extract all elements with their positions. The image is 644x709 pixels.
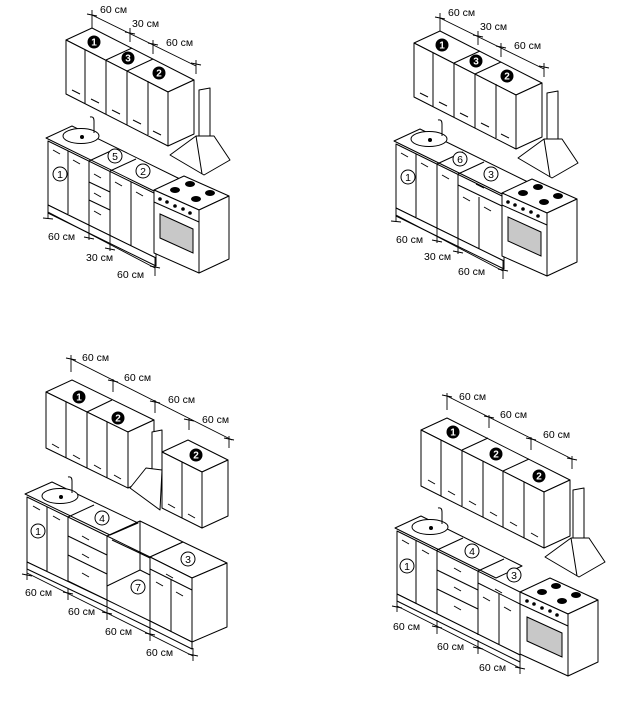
svg-text:1: 1	[450, 428, 456, 439]
dim-label: 60 см	[458, 266, 485, 278]
svg-text:1: 1	[91, 38, 97, 49]
upper-dimension-line	[65, 355, 235, 448]
dim-label: 60 см	[459, 391, 486, 403]
svg-text:2: 2	[140, 166, 146, 178]
upper-module-3-badge: 3	[121, 51, 135, 65]
dim-label: 60 см	[479, 662, 506, 674]
dim-label: 60 см	[202, 414, 229, 426]
svg-text:2: 2	[115, 414, 121, 425]
svg-text:5: 5	[112, 151, 118, 163]
stove	[153, 175, 230, 274]
lower-module-6-badge: 6	[452, 151, 468, 167]
svg-text:1: 1	[57, 169, 63, 181]
lower-dimension-line	[390, 198, 509, 279]
upper-cabinets-right	[161, 439, 229, 529]
svg-text:1: 1	[76, 393, 82, 404]
dim-label: 60 см	[117, 269, 144, 281]
upper-module-1-badge: 1	[72, 390, 86, 404]
lower-module-3-badge: 3	[180, 551, 196, 567]
dim-label: 60 см	[82, 352, 109, 364]
svg-text:1: 1	[35, 526, 41, 538]
upper-module-2-badge: 2	[111, 411, 125, 425]
variant-4: 1 2 2 60 см 60 см 60 см	[391, 391, 606, 677]
dim-label: 60 см	[448, 7, 475, 19]
upper-dimension-line	[441, 393, 578, 469]
range-hood	[129, 429, 163, 511]
dim-label: 60 см	[437, 641, 464, 653]
lower-module-2-badge: 2	[135, 163, 151, 179]
svg-text:3: 3	[473, 57, 479, 68]
svg-text:3: 3	[511, 570, 517, 582]
svg-text:4: 4	[469, 546, 475, 558]
upper-module-3-badge: 3	[469, 54, 483, 68]
svg-text:2: 2	[536, 472, 542, 483]
range-hood	[517, 90, 579, 179]
stove	[501, 178, 578, 277]
lower-module-1-badge: 1	[30, 523, 46, 539]
svg-text:3: 3	[488, 169, 494, 181]
lower-cabinets	[394, 507, 523, 663]
upper-module-2-badge: 2	[532, 469, 546, 483]
dim-label: 60 см	[166, 37, 193, 49]
svg-text:3: 3	[185, 554, 191, 566]
lower-module-4-badge: 4	[464, 543, 480, 559]
dim-label: 30 см	[424, 251, 451, 263]
dim-label: 60 см	[543, 429, 570, 441]
dim-label: 60 см	[500, 409, 527, 421]
lower-module-7-badge: 7	[130, 579, 146, 595]
upper-module-1-badge: 1	[446, 425, 460, 439]
svg-text:2: 2	[504, 72, 510, 83]
dim-label: 30 см	[132, 18, 159, 30]
svg-text:1: 1	[404, 561, 410, 573]
lower-dimension-line	[21, 560, 199, 661]
svg-text:2: 2	[156, 69, 162, 80]
dim-label: 30 см	[480, 21, 507, 33]
svg-text:2: 2	[493, 450, 499, 461]
dim-label: 60 см	[168, 394, 195, 406]
range-hood	[544, 487, 606, 578]
dim-label: 60 см	[514, 40, 541, 52]
svg-text:2: 2	[193, 451, 199, 462]
upper-module-2-badge: 2	[500, 69, 514, 83]
dim-label: 30 см	[86, 252, 113, 264]
svg-text:1: 1	[439, 41, 445, 52]
stove	[519, 577, 599, 677]
variant-2: 1 3 2 60 см 30 см 60 см	[390, 7, 579, 279]
lower-module-1-badge: 1	[52, 166, 68, 182]
upper-dimension-line	[86, 10, 202, 74]
upper-module-2-badge: 2	[152, 66, 166, 80]
upper-module-1-badge: 1	[435, 38, 449, 52]
dim-label: 60 см	[396, 234, 423, 246]
dim-label: 60 см	[146, 647, 173, 659]
svg-text:7: 7	[135, 582, 141, 594]
lower-dimension-line	[42, 195, 161, 276]
dim-label: 60 см	[105, 626, 132, 638]
upper-module-1-badge: 1	[87, 35, 101, 49]
lower-dimension-line	[391, 592, 526, 674]
variant-3: 1 2 2 60 см 60 см 60 см 60 см	[21, 352, 235, 661]
dim-label: 60 см	[25, 587, 52, 599]
upper-module-2-badge: 2	[189, 448, 203, 462]
lower-module-3-badge: 3	[483, 166, 499, 182]
upper-module-2-badge: 2	[489, 447, 503, 461]
lower-module-4-badge: 4	[94, 510, 110, 526]
svg-text:1: 1	[405, 172, 411, 184]
variant-1: 1 3 2 60 см 30 см 60 см	[42, 4, 231, 281]
dim-label: 60 см	[393, 621, 420, 633]
dim-label: 60 см	[124, 372, 151, 384]
svg-text:3: 3	[125, 54, 131, 65]
upper-cabinets-left	[45, 379, 155, 489]
svg-text:6: 6	[457, 154, 463, 166]
svg-text:4: 4	[99, 513, 105, 525]
lower-module-1-badge: 1	[399, 558, 415, 574]
range-hood	[169, 87, 231, 176]
lower-module-3-badge: 3	[506, 567, 522, 583]
lower-module-5-badge: 5	[107, 148, 123, 164]
lower-module-1-badge: 1	[400, 169, 416, 185]
upper-dimension-line	[434, 13, 550, 77]
dim-label: 60 см	[100, 4, 127, 16]
dim-label: 60 см	[68, 606, 95, 618]
dim-label: 60 см	[48, 231, 75, 243]
